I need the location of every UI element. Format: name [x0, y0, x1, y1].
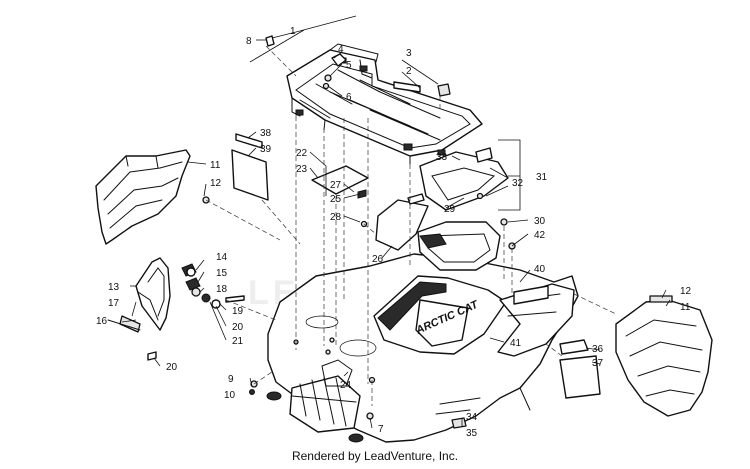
render-credit: Rendered by LeadVenture, Inc.: [291, 449, 459, 463]
right-side-panel: [615, 295, 713, 417]
callout-4: 4: [338, 44, 344, 55]
fender-decal-right: [513, 285, 549, 305]
callout-30: 30: [534, 216, 546, 227]
callout-32: 32: [512, 178, 524, 189]
callout-2: 2: [406, 66, 412, 77]
callout-9: 9: [228, 374, 234, 385]
callout-16: 16: [96, 316, 108, 327]
callout-34: 34: [466, 412, 478, 423]
callout-12-right: 12: [680, 286, 692, 297]
callout-14: 14: [216, 252, 228, 263]
callout-24: 24: [340, 380, 352, 391]
front-rack: [286, 43, 483, 165]
callout-11-right: 11: [680, 302, 691, 313]
callout-18: 18: [216, 284, 228, 295]
rack-hardware: [265, 35, 451, 97]
storage-components: [311, 147, 516, 271]
callout-7: 7: [378, 424, 384, 435]
callout-23: 23: [296, 164, 308, 175]
callout-13: 13: [108, 282, 120, 293]
callout-11-left: 11: [210, 160, 221, 171]
callout-15: 15: [216, 268, 228, 279]
callout-40: 40: [534, 264, 546, 275]
left-side-panel: [95, 149, 210, 245]
callout-29: 29: [444, 204, 456, 215]
callout-25: 25: [330, 194, 342, 205]
headlight-assembly: [107, 257, 245, 361]
lower-hardware: [249, 380, 467, 429]
callout-36: 36: [592, 344, 604, 355]
callout-26: 26: [372, 254, 384, 265]
side-decal-right: [559, 339, 601, 399]
callout-22: 22: [296, 148, 308, 159]
callout-41: 41: [510, 338, 522, 349]
callout-5: 5: [346, 60, 352, 71]
callout-21: 21: [232, 336, 244, 347]
callout-10: 10: [224, 390, 236, 401]
side-decal-left: [231, 133, 269, 201]
callout-17: 17: [108, 298, 120, 309]
front-fender-assembly: ARCTIC CAT: [266, 253, 579, 443]
callout-19: 19: [232, 306, 244, 317]
callout-12-left: 12: [210, 178, 222, 189]
callout-3: 3: [406, 48, 412, 59]
callout-38: 38: [260, 128, 272, 139]
callout-8: 8: [246, 36, 252, 47]
callout-39: 39: [260, 144, 272, 155]
callout-31: 31: [536, 172, 548, 183]
callout-28: 28: [330, 212, 342, 223]
callout-33: 33: [436, 152, 448, 163]
callout-37: 37: [592, 358, 604, 369]
callout-35: 35: [466, 428, 478, 439]
callout-20-top: 20: [232, 322, 244, 333]
callout-27: 27: [330, 180, 342, 191]
callout-42: 42: [534, 230, 546, 241]
callout-labels: 1 2 3 4 5 6 7 8 9 10 11 11 12 12 13 14 1…: [96, 26, 692, 439]
leader-lines: [121, 15, 671, 429]
callout-1: 1: [290, 26, 296, 37]
callout-20-bottom: 20: [166, 362, 178, 373]
callout-6: 6: [346, 92, 352, 103]
